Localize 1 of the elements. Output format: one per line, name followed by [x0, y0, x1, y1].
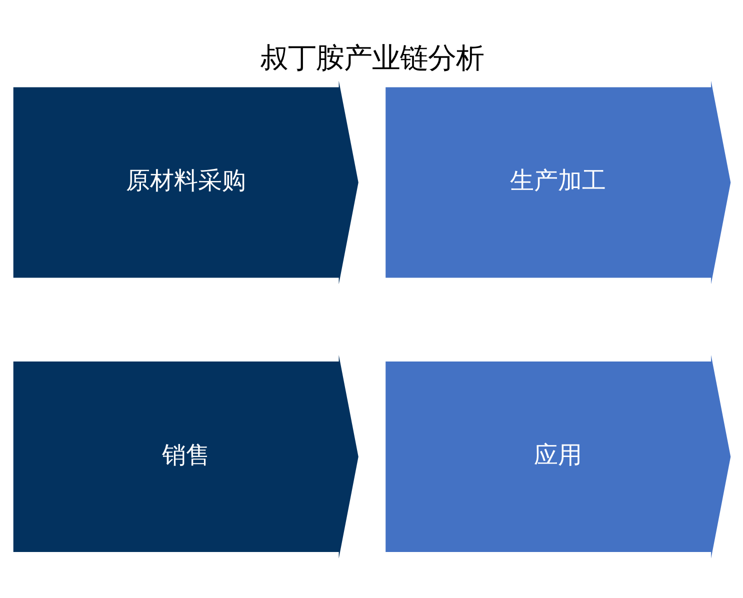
diagram-title: 叔丁胺产业链分析 [260, 40, 484, 74]
